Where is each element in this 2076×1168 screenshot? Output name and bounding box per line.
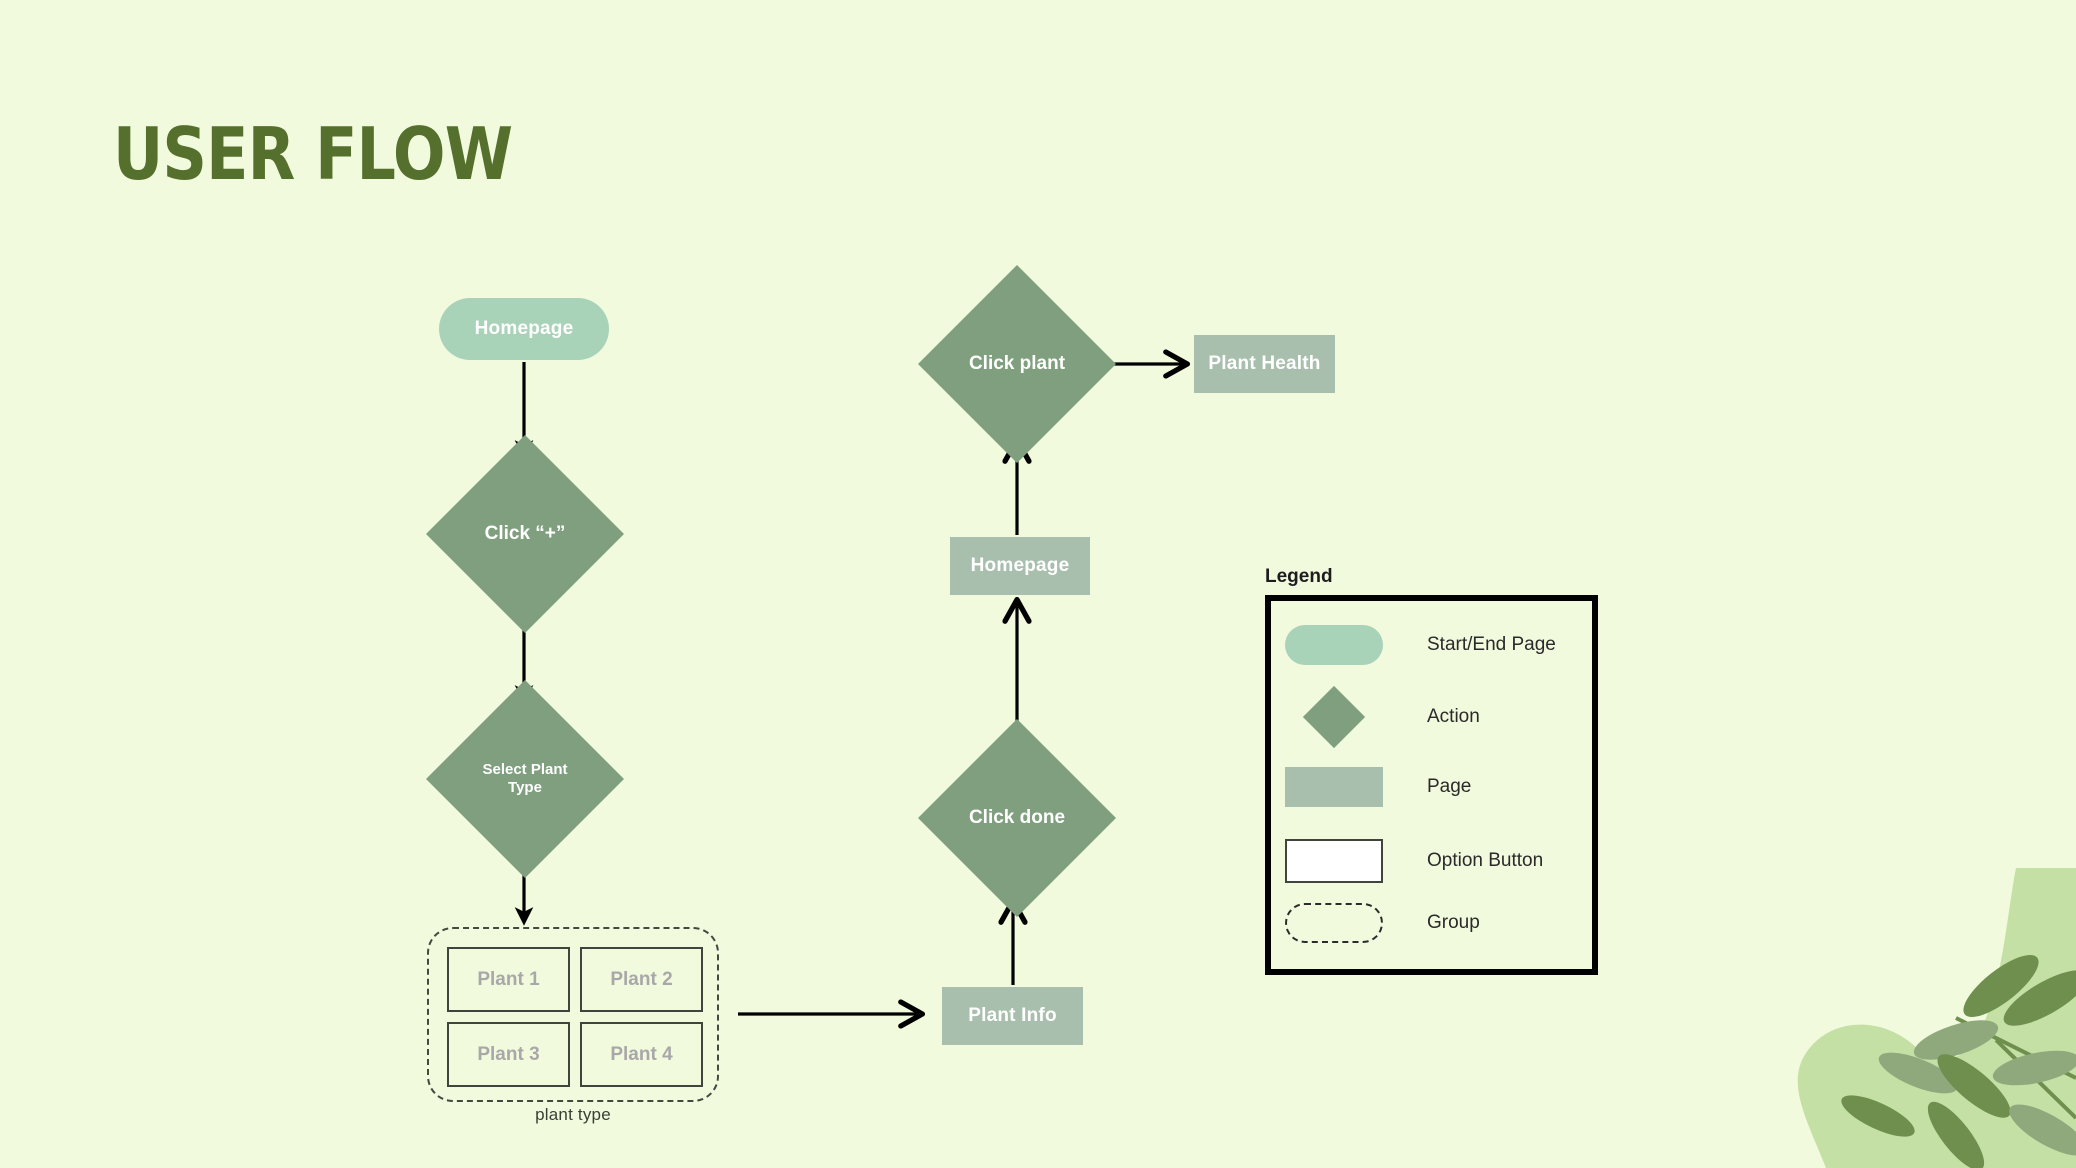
- legend-box: Start/End Page Action Page Option Button: [1265, 595, 1598, 975]
- legend-swatch-option-icon: [1285, 839, 1383, 883]
- option-button-label: Plant 1: [477, 968, 540, 990]
- legend-title: Legend: [1265, 566, 1333, 587]
- node-label: Click done: [968, 806, 1066, 828]
- botanical-decoration-icon: [1797, 868, 2076, 1168]
- legend-label: Page: [1427, 776, 1472, 797]
- node-label: Select Plant Type: [482, 761, 568, 796]
- node-label: Homepage: [970, 555, 1070, 577]
- option-button-plant-3[interactable]: Plant 3: [447, 1022, 570, 1087]
- option-button-label: Plant 3: [477, 1043, 540, 1065]
- legend-row-group: Group: [1285, 895, 1590, 951]
- node-click-plant[interactable]: Click plant: [918, 265, 1116, 463]
- legend-swatch-page-icon: [1285, 767, 1383, 807]
- node-select-plant-type[interactable]: Select Plant Type: [426, 680, 624, 878]
- option-button-plant-1[interactable]: Plant 1: [447, 947, 570, 1012]
- legend-label: Group: [1427, 912, 1480, 933]
- option-button-plant-2[interactable]: Plant 2: [580, 947, 703, 1012]
- node-label: Plant Health: [1208, 353, 1321, 375]
- group-plant-type: Plant 1 Plant 2 Plant 3 Plant 4: [427, 927, 719, 1102]
- node-click-plus[interactable]: Click “+”: [426, 435, 624, 633]
- node-label: Plant Info: [968, 1005, 1057, 1027]
- node-homepage-start[interactable]: Homepage: [439, 298, 609, 360]
- legend-row-page: Page: [1285, 759, 1590, 815]
- option-button-label: Plant 2: [610, 968, 673, 990]
- legend-label: Option Button: [1427, 850, 1544, 871]
- legend-swatch-diamond-icon: [1285, 685, 1383, 749]
- legend-row-start-end-page: Start/End Page: [1285, 617, 1590, 673]
- option-button-label: Plant 4: [610, 1043, 673, 1065]
- node-label: Click plant: [968, 352, 1066, 374]
- page-title: USER FLOW: [113, 112, 513, 196]
- option-button-plant-4[interactable]: Plant 4: [580, 1022, 703, 1087]
- node-plant-info[interactable]: Plant Info: [942, 987, 1083, 1045]
- legend-swatch-group-icon: [1285, 903, 1383, 943]
- legend-row-option-button: Option Button: [1285, 833, 1590, 889]
- group-caption: plant type: [535, 1105, 611, 1124]
- legend-label: Start/End Page: [1427, 634, 1556, 655]
- node-plant-health[interactable]: Plant Health: [1194, 335, 1335, 393]
- legend-row-action: Action: [1285, 685, 1590, 749]
- node-homepage-return[interactable]: Homepage: [950, 537, 1090, 595]
- node-label: Homepage: [474, 318, 574, 340]
- legend-swatch-pill-icon: [1285, 625, 1383, 665]
- node-click-done[interactable]: Click done: [918, 719, 1116, 917]
- plant-option-grid: Plant 1 Plant 2 Plant 3 Plant 4: [447, 947, 703, 1087]
- node-label: Click “+”: [484, 522, 566, 544]
- legend-label: Action: [1427, 706, 1480, 727]
